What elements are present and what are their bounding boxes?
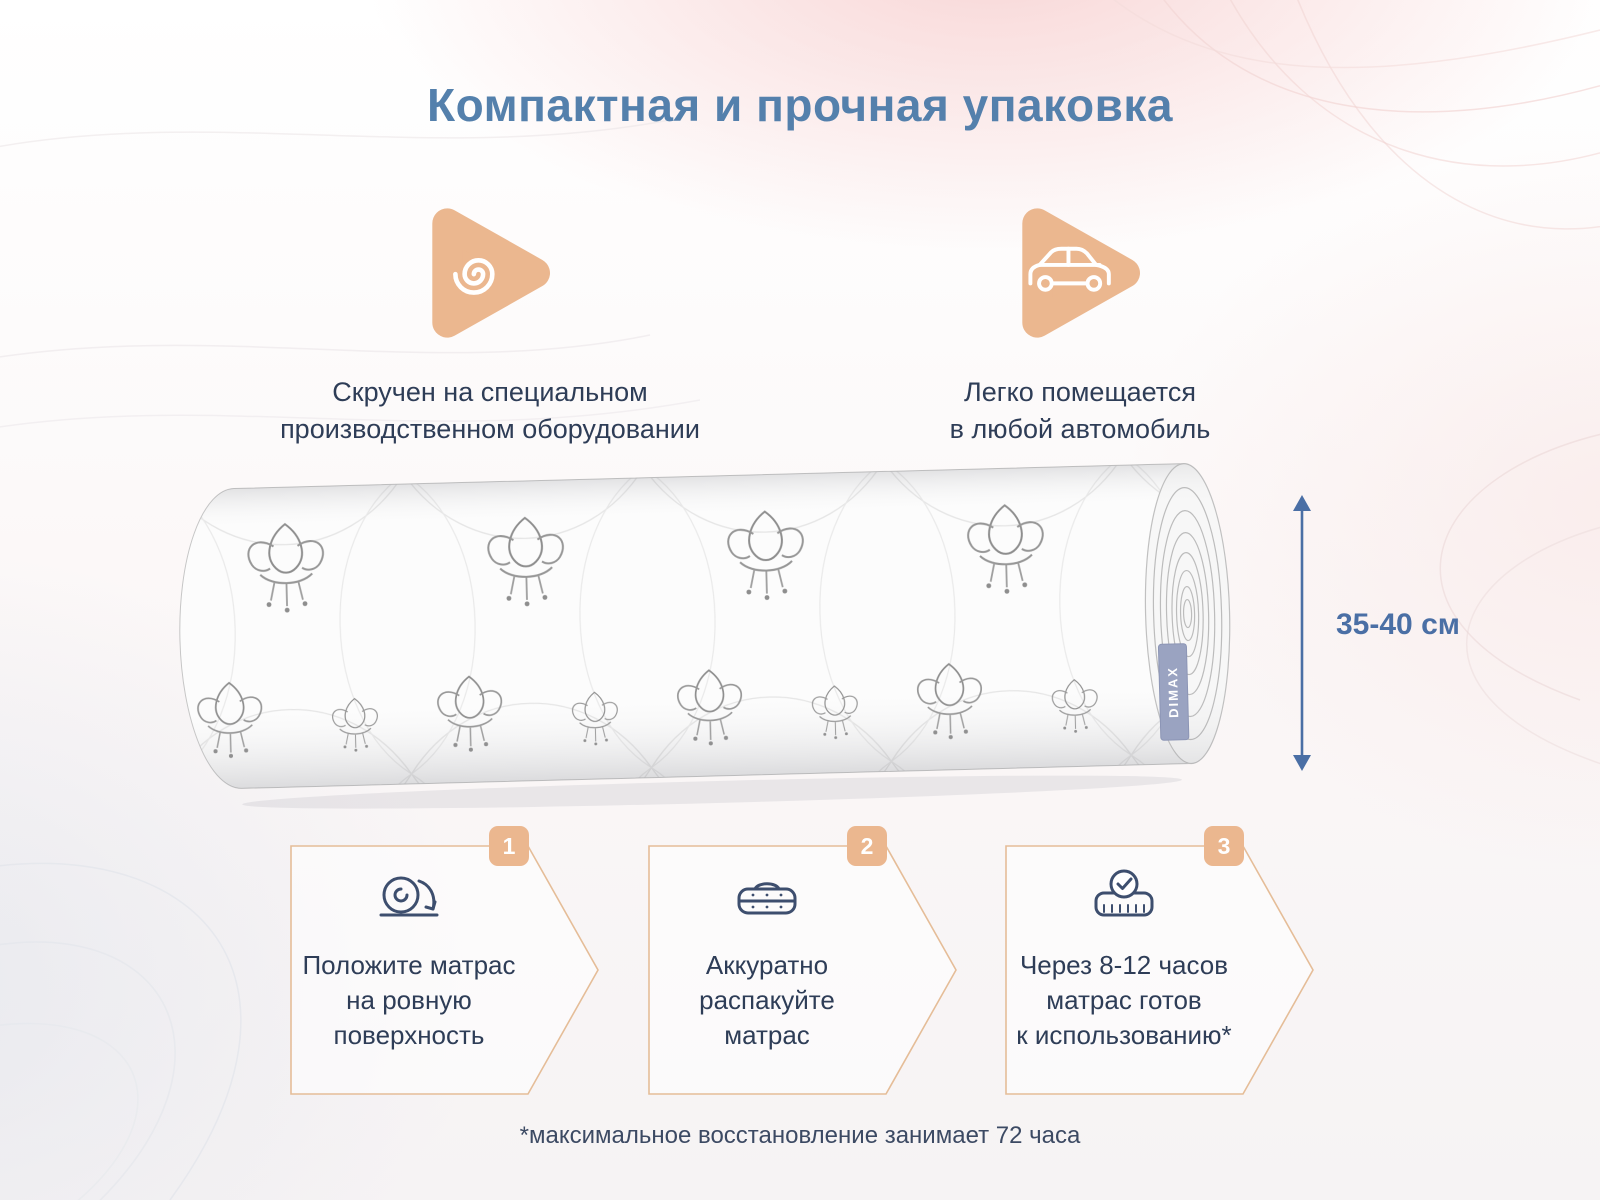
page-title: Компактная и прочная упаковка <box>427 79 1173 131</box>
height-arrow-icon <box>1293 495 1311 771</box>
step-chevron-outline <box>290 845 599 1095</box>
height-label: 35-40 см <box>1336 608 1460 641</box>
step-label: Через 8-12 часов матрас готов к использо… <box>1016 950 1232 1051</box>
step-1: 1 Положите матрас на ровную поверхность <box>290 826 600 1095</box>
feature-fits-car-label: Легко помещается в любой автомобиль <box>949 377 1211 445</box>
feature-rolled-equipment-label: Скручен на специальном производственном … <box>280 377 700 445</box>
step-label: Положите матрас на ровную поверхность <box>302 950 516 1051</box>
feature-rolled-equipment: Скручен на специальном производственном … <box>240 198 740 449</box>
step-chevron-outline <box>648 845 957 1095</box>
peach-triangle-badge <box>1022 208 1140 338</box>
step-number-badge: 1 <box>489 826 529 866</box>
roll-out-mattress-icon <box>379 876 439 917</box>
brand-tag-label: DIMAX <box>1165 666 1181 718</box>
mattress-ready-check-icon <box>1094 869 1154 917</box>
feature-fits-car: Легко помещается в любой автомобиль <box>890 198 1270 449</box>
rolled-mattress-image: DIMAX <box>164 452 1263 820</box>
brand-tag: DIMAX <box>1157 643 1190 741</box>
step-chevron-outline <box>1005 845 1314 1095</box>
unpack-mattress-icon <box>737 882 797 915</box>
spiral-icon <box>453 258 495 295</box>
step-2: 2 Аккуратно распакуйте матрас <box>648 826 958 1095</box>
car-icon <box>1028 246 1111 292</box>
peach-triangle-badge <box>432 208 550 338</box>
step-label: Аккуратно распакуйте матрас <box>699 950 835 1051</box>
step-number-badge: 2 <box>847 826 887 866</box>
footnote: *максимальное восстановление занимает 72… <box>519 1122 1081 1149</box>
step-3: 3 Через 8-12 часов матрас готов к исполь… <box>1005 826 1315 1095</box>
step-number-badge: 3 <box>1204 826 1244 866</box>
